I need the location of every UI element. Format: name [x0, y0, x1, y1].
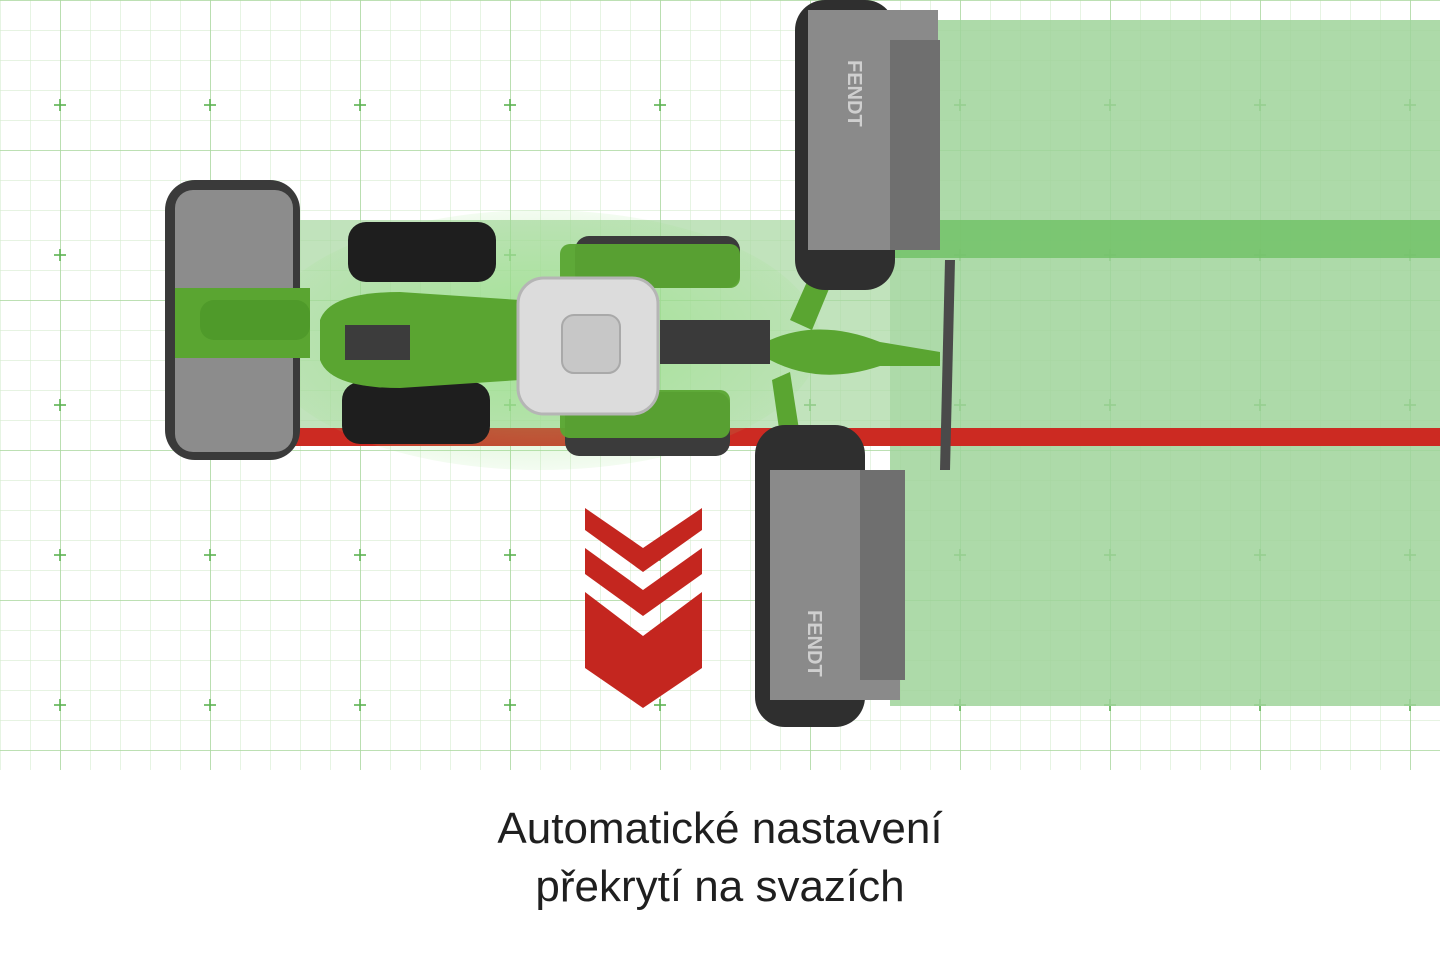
caption: Automatické nastavení překrytí na svazíc… [0, 800, 1440, 916]
caption-line-1: Automatické nastavení [497, 804, 943, 853]
overlap-band [890, 220, 1440, 258]
caption-line-2: překrytí na svazích [535, 862, 905, 911]
mower-coverage-area [890, 20, 1440, 706]
tractor-icon [320, 222, 770, 456]
field-illustration: FENDT FENDT [0, 0, 1440, 770]
front-mower [165, 180, 310, 460]
upper-side-mower: FENDT [795, 0, 940, 290]
lower-side-mower: FENDT [755, 425, 905, 727]
lower-mower-brand: FENDT [803, 610, 825, 677]
chevron-down-icon [585, 508, 702, 708]
upper-mower-brand: FENDT [843, 60, 865, 127]
